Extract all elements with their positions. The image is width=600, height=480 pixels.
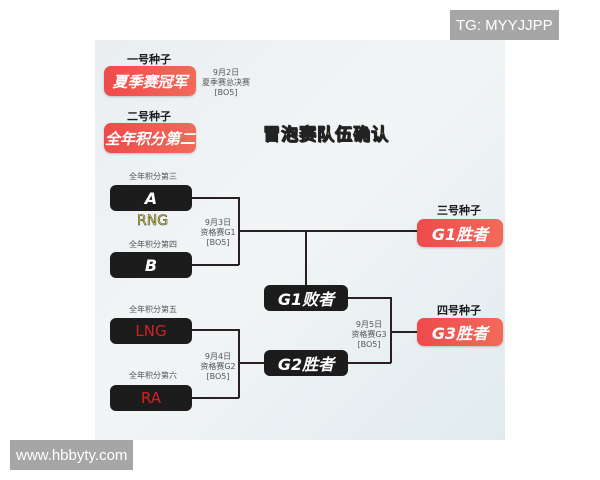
rng-annotation: RNG	[137, 213, 169, 230]
team-b-rank: 全年积分第四	[129, 240, 177, 249]
team-a-box: A	[110, 185, 192, 211]
watermark-telegram: TG: MYYJJPP	[450, 10, 559, 40]
g3-connector-top	[348, 297, 391, 299]
g1-to-loser-connector	[305, 231, 307, 285]
g2-to-winner-connector	[239, 362, 266, 364]
g3-match-date: 9月5日	[355, 320, 383, 329]
g3-match-name: 资格赛G3	[351, 330, 387, 339]
g3-to-seed4-connector	[391, 331, 419, 333]
g2-match-date: 9月4日	[204, 352, 232, 361]
seed3-team-box: G1胜者	[417, 219, 503, 247]
g1-match-name: 资格赛G1	[200, 228, 236, 237]
g1-match-date: 9月3日	[204, 218, 232, 227]
seed2-team-box: 全年积分第二	[104, 123, 196, 153]
page-title: 冒泡赛队伍确认	[263, 125, 389, 146]
team-lng-box: LNG	[110, 318, 192, 344]
g3-match-format: [BO5]	[357, 340, 381, 349]
seed1-label: 一号种子	[127, 53, 171, 66]
g3-connector-vertical	[390, 297, 392, 363]
final-match-format: [BO5]	[214, 88, 238, 97]
g2-winner-box: G2胜者	[264, 350, 348, 376]
g2-match-info: 9月4日 资格赛G2 [BO5]	[199, 352, 237, 382]
watermark-website: www.hbbyty.com	[10, 440, 134, 470]
team-ra-box: RA	[110, 385, 192, 411]
final-match-date: 9月2日	[212, 68, 240, 77]
g1-to-seed3-connector	[239, 230, 419, 232]
final-match-name: 夏季赛总决赛	[202, 78, 250, 87]
g3-connector-bottom	[348, 362, 391, 364]
g1-loser-box: G1败者	[264, 285, 348, 311]
team-ra-rank: 全年积分第六	[129, 371, 177, 380]
seed3-label: 三号种子	[437, 204, 481, 217]
g2-connector-top	[192, 329, 239, 331]
team-a-rank: 全年积分第三	[129, 172, 177, 181]
g2-match-format: [BO5]	[206, 372, 230, 381]
final-match-info: 9月2日 夏季赛总决赛 [BO5]	[198, 68, 254, 98]
seed4-team-box: G3胜者	[417, 318, 503, 346]
seed4-label: 四号种子	[437, 304, 481, 317]
team-b-box: B	[110, 252, 192, 278]
g2-connector-bottom	[192, 397, 239, 399]
g2-match-name: 资格赛G2	[200, 362, 236, 371]
g1-match-info: 9月3日 资格赛G1 [BO5]	[199, 218, 237, 248]
seed2-label: 二号种子	[127, 110, 171, 123]
g1-connector-top	[192, 197, 239, 199]
g1-match-format: [BO5]	[206, 238, 230, 247]
seed1-team-box: 夏季赛冠军	[104, 66, 196, 96]
g3-match-info: 9月5日 资格赛G3 [BO5]	[349, 320, 389, 350]
g1-connector-bottom	[192, 264, 239, 266]
team-lng-rank: 全年积分第五	[129, 305, 177, 314]
